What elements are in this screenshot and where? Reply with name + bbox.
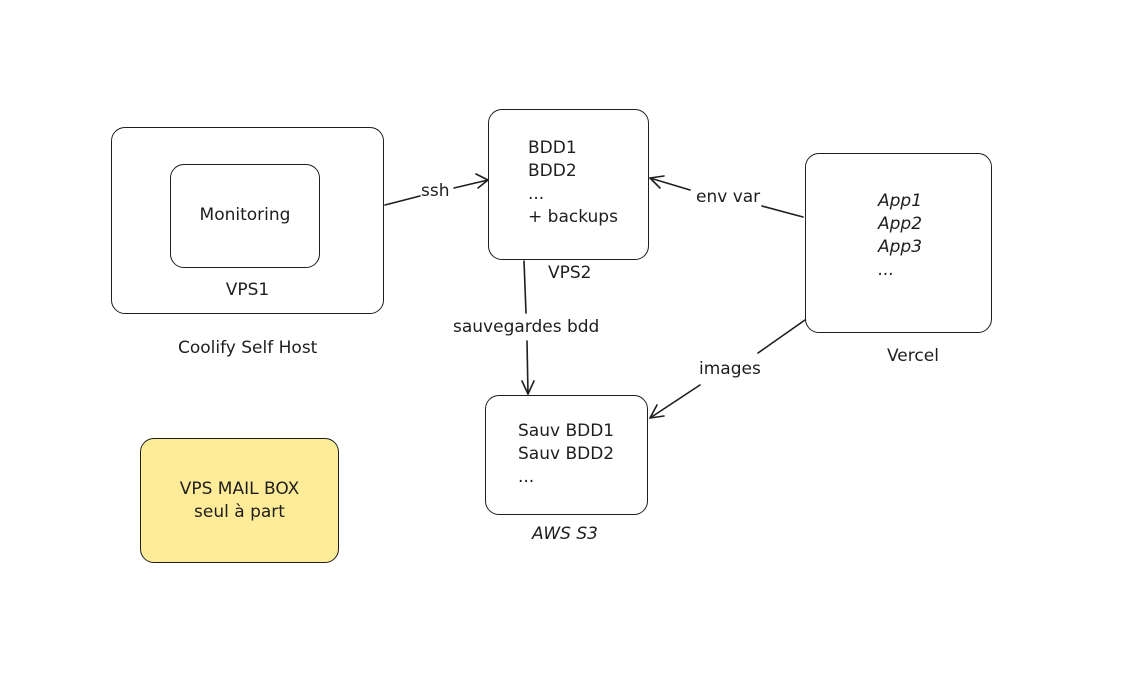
edge-sauvegardes-2 [526,340,529,395]
edge-env-var-arrowhead [649,175,665,189]
vercel-line: App3 [878,237,923,257]
vps2-line: BDD1 [528,138,577,158]
edge-ssh-2 [453,179,489,189]
edge-label-ssh: ssh [421,181,450,201]
s3-content: Sauv BDD1 Sauv BDD2 ... [518,420,614,489]
edge-images-2 [649,384,701,419]
monitoring-box[interactable] [170,164,320,268]
vps2-line: BDD2 [528,161,577,181]
edge-env-var-2 [649,177,691,191]
edge-label-images: images [699,359,761,379]
s3-label: AWS S3 [532,524,598,544]
mailbox-line: seul à part [194,502,285,522]
edge-images-arrowhead [649,404,665,419]
vps1-label: VPS1 [225,280,270,300]
edge-label-sauvegardes: sauvegardes bdd [453,317,600,337]
vps2-line: ... [528,184,545,204]
edge-images [757,319,806,354]
vps2-line: + backups [528,207,618,227]
vercel-line: ... [878,260,895,280]
vps2-box[interactable] [488,109,649,260]
s3-line: Sauv BDD1 [518,421,615,441]
vercel-line: App1 [878,191,923,211]
s3-box[interactable] [485,395,648,515]
monitoring-label: Monitoring [199,205,291,225]
mailbox-line: VPS MAIL BOX [179,479,300,499]
vps1-box[interactable] [111,127,384,314]
s3-line: ... [518,467,535,487]
edge-env-var [761,205,804,218]
edge-sauvegardes-arrowhead [521,380,535,395]
vercel-box[interactable] [805,153,992,333]
vercel-content: App1 App2 App3 ... [878,190,922,282]
edge-sauvegardes [523,260,527,314]
vps2-label: VPS2 [548,263,592,283]
vercel-label: Vercel [887,346,939,366]
s3-line: Sauv BDD2 [518,444,615,464]
mailbox-content: VPS MAIL BOX seul à part [140,478,339,524]
vercel-line: App2 [878,214,923,234]
vps2-content: BDD1 BDD2 ... + backups [528,137,618,229]
vps1-caption: Coolify Self Host [178,338,318,358]
mailbox-box[interactable] [140,438,339,563]
edge-label-env-var: env var [696,187,761,207]
edge-ssh [384,195,421,206]
